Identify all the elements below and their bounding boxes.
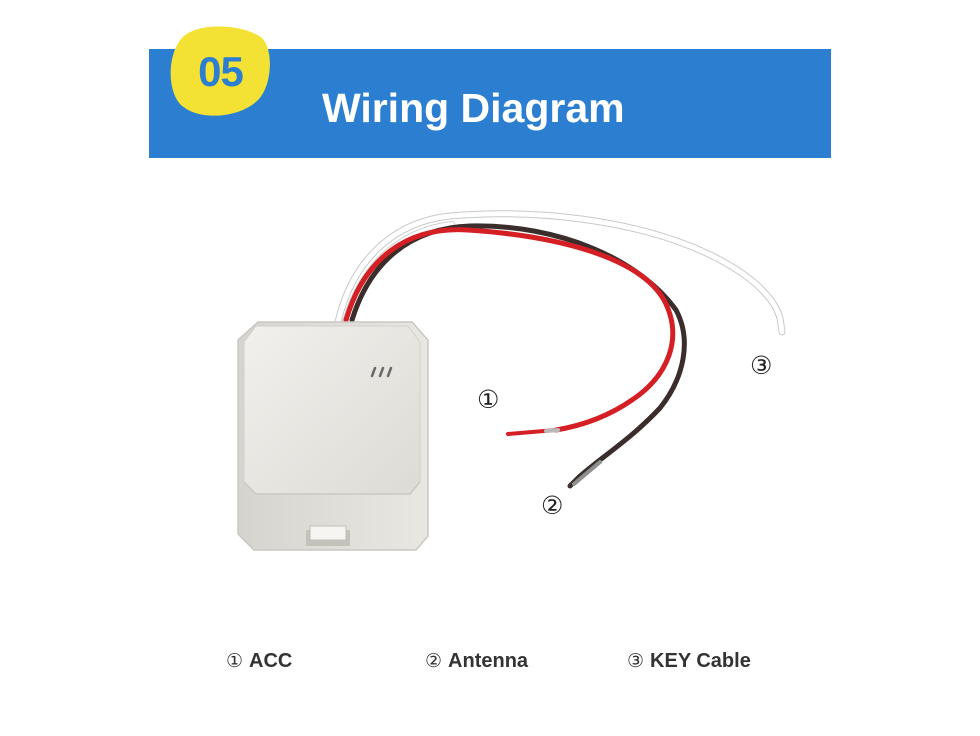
legend-num: ②	[425, 650, 443, 672]
key-cable-wire	[334, 210, 786, 336]
antenna-wire-tip	[572, 460, 602, 486]
acc-wire	[343, 227, 676, 433]
step-number: 05	[198, 48, 244, 95]
step-badge: 05	[170, 26, 271, 118]
callout-acc: ①	[477, 385, 500, 414]
legend-num: ③	[627, 650, 645, 672]
legend-label: ACC	[249, 650, 293, 672]
callout-antenna: ②	[541, 491, 564, 520]
legend-num: ①	[226, 650, 244, 672]
page-title: Wiring Diagram	[322, 85, 625, 131]
legend-label: Antenna	[448, 650, 529, 672]
control-module	[237, 321, 429, 551]
legend-label: KEY Cable	[650, 650, 751, 672]
badge-blob-icon	[170, 26, 270, 116]
callout-key: ③	[750, 351, 773, 380]
